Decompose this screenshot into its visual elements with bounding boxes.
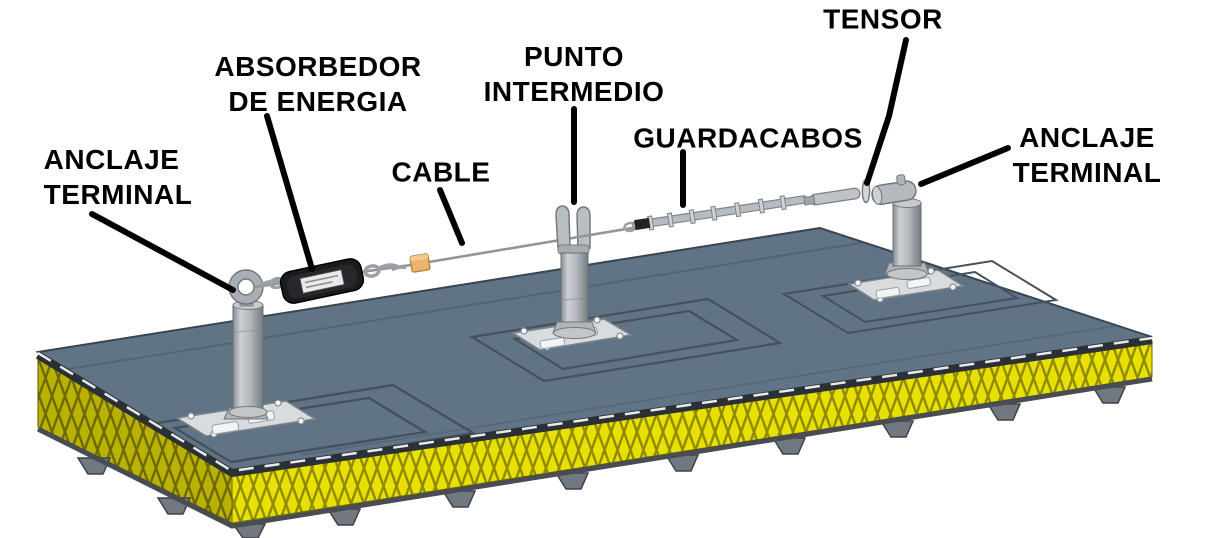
leader-absorbedor [264,113,315,272]
label-tensor: TENSOR [823,3,943,35]
tensioner-rod [632,195,808,231]
absorber-label [299,269,345,294]
label-anclaje-terminal-left: ANCLAJE TERMINAL [43,144,193,210]
label-anclaje-terminal-right: ANCLAJE TERMINAL [1012,122,1162,188]
label-cable: CABLE [391,156,491,188]
roof-top-edge-dashes [37,336,1153,473]
label-guardacabos: GUARDACABOS [633,122,863,154]
leader-anclaje-left [89,211,236,293]
rod-black-band [634,217,651,231]
label-punto-intermedio: PUNTO INTERMEDIO [483,41,665,107]
terminal-anchor-left [174,269,318,438]
carabiner-hook [363,263,407,278]
leader-cable [437,187,465,246]
leader-lines [89,37,1011,293]
post-left-cylinder [232,304,264,413]
leader-anclaje-right [918,145,1011,187]
fork-front-prong [555,205,571,249]
terminal-anchor-right [846,174,966,303]
post-middle-cylinder [560,252,589,326]
roof-edge-insulation [35,336,1153,538]
leader-tensor [864,37,909,186]
base-plate-right-clamps [875,276,931,299]
roof-bottom-lip [36,376,1153,529]
mounting-pad-middle [468,297,784,383]
energy-absorber [279,258,365,304]
roof-profile-feet [76,386,1127,538]
turnbuckle-tensor [803,178,871,206]
label-absorbedor-de-energia: ABSORBEDOR DE ENERGIA [214,51,422,117]
roof-top-edge-strip [35,336,1153,478]
fork-back-prong [576,206,591,249]
post-right-cylinder [892,202,922,267]
orange-cable-clamp [409,253,431,273]
intermediate-post-front [552,205,597,339]
swivel-head [871,174,917,205]
